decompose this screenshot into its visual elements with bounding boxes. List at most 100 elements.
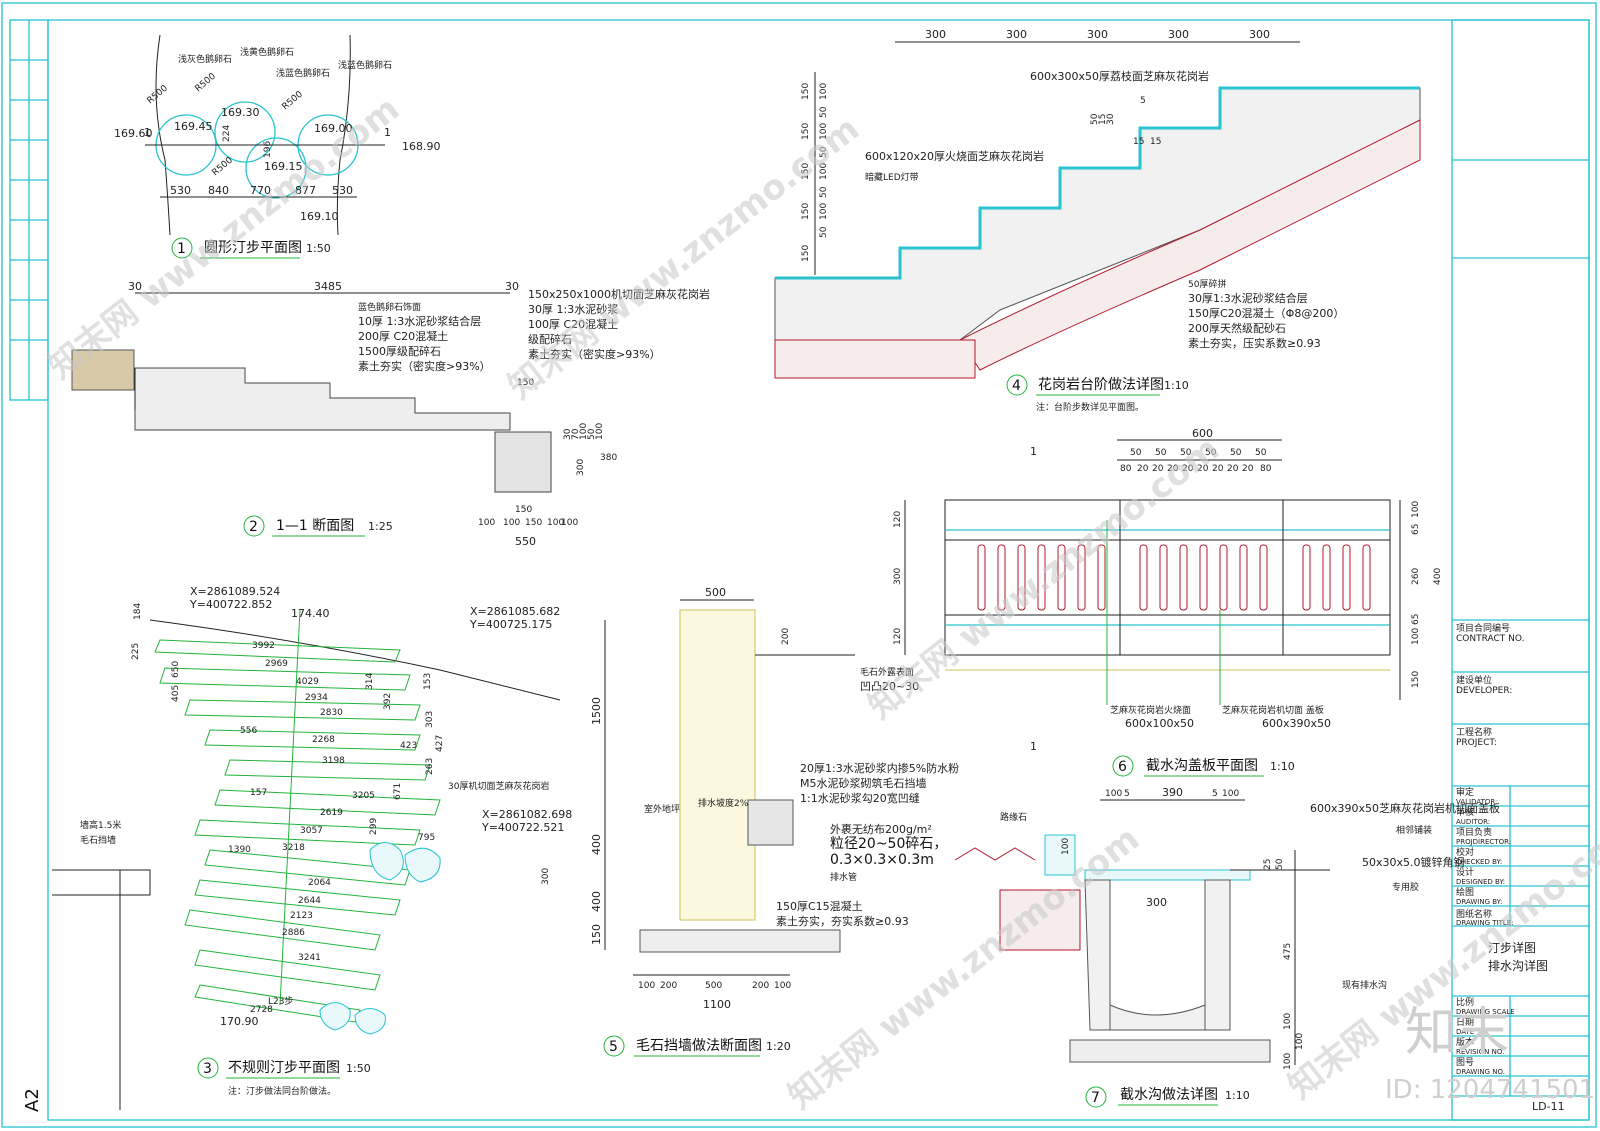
d5-dim-bottom-2: 200 — [660, 981, 677, 991]
d3-dim-18: 1390 — [228, 845, 251, 855]
d2-layer-right-1: 150x250x1000机切面芝麻灰花岗岩 — [528, 287, 710, 301]
d5-label-3: 20厚1:3水泥砂浆内掺5%防水粉 — [800, 761, 959, 775]
d7-dim-top-1: 100 — [1105, 789, 1122, 799]
d1-elev-2: 169.45 — [174, 120, 213, 133]
d5-dim-left-1: 1500 — [590, 697, 603, 725]
drawing-7-detail: 100 5 390 5 100 路缘石 600x390x50芝麻灰花岗岩机切面盖… — [954, 786, 1500, 1108]
d2-dim-top-2: 3485 — [314, 280, 342, 293]
d4-small-1: 5 — [1140, 96, 1146, 106]
d3-dim-17: 3218 — [282, 843, 305, 853]
tb-projdirector-cn: 项目负责 — [1456, 826, 1492, 838]
d7-label-curb: 路缘石 — [1000, 811, 1027, 823]
d5-number: 5 — [609, 1039, 618, 1055]
d1-radius-2: R500 — [194, 71, 219, 94]
d2-small-6: 100 — [595, 423, 605, 440]
d3-dim-32: 671 — [393, 783, 403, 800]
tb-contract-en: CONTRACT NO. — [1456, 634, 1524, 644]
d4-layer-4: 200厚天然级配砂石 — [1188, 321, 1286, 335]
d3-dim-28: 303 — [425, 711, 435, 728]
d1-number: 1 — [177, 241, 186, 257]
tb-project-en: PROJECT: — [1456, 738, 1497, 748]
d7-dim-right-4: 100 — [1283, 1053, 1293, 1070]
d5-dim-left-3: 400 — [590, 891, 603, 912]
image-id: ID: 1204741501 — [1385, 1075, 1595, 1105]
d2-small-9: 150 — [515, 505, 532, 515]
tb-checked-en: CHECKED BY: — [1456, 858, 1502, 866]
d3-dim-7: 4029 — [296, 677, 319, 687]
d5-label-1: 毛石外露表面 — [860, 666, 914, 678]
d3-dim-19: 2064 — [308, 878, 331, 888]
d5-dim-bottom-6: 1100 — [703, 998, 731, 1011]
d4-small-4: 30 — [1106, 113, 1116, 125]
d2-dim-bottom-6: 550 — [515, 535, 536, 548]
d3-coord-2x: X=2861085.682 — [470, 605, 560, 618]
d1-dim-1: 530 — [170, 184, 191, 197]
d4-layer-2: 30厚1:3水泥砂浆结合层 — [1188, 291, 1308, 305]
drawing-2-section: 30 3485 30 蓝色鹅卵石饰面 10厚 1:3水泥砂浆结合层 200厚 C… — [71, 280, 710, 548]
d5-label-outdoor: 室外地坪 — [644, 803, 680, 815]
d5-label-7: 粒径20~50碎石， — [830, 836, 947, 852]
d4-number: 4 — [1012, 378, 1021, 394]
d2-dim-bottom-1: 100 — [478, 518, 495, 528]
d3-dim-1: 184 — [133, 603, 143, 620]
d6-label-a-size: 600x100x50 — [1125, 717, 1194, 730]
d6-dim-right-total: 400 — [1433, 568, 1443, 585]
d2-layer-left-5: 素土夯实（密实度>93%） — [358, 359, 491, 373]
d6-dim-right-3: 260 — [1411, 568, 1421, 585]
d2-layer-right-2: 30厚 1:3水泥砂浆 — [528, 302, 618, 316]
d3-coord-1y: Y=400722.852 — [189, 598, 272, 611]
d4-title: 花岗岩台阶做法详图 — [1038, 377, 1164, 393]
tb-auditor-en: AUDITOR: — [1456, 818, 1490, 826]
d3-dim-5: 650 — [171, 661, 181, 678]
d6-dim-right-6: 150 — [1411, 671, 1421, 688]
d5-title: 毛石挡墙做法断面图 — [636, 1038, 762, 1054]
d3-dim-6: 405 — [171, 685, 181, 702]
d5-label-9: 排水管 — [830, 871, 857, 883]
d1-elev-6: 168.90 — [402, 140, 441, 153]
d7-label-cover: 600x390x50芝麻灰花岗岩机切面盖板 — [1310, 801, 1500, 815]
d3-elev-bottom: 170.90 — [220, 1015, 259, 1028]
d5-label-4: M5水泥砂浆砌筑毛石挡墙 — [800, 776, 927, 790]
d3-dim-12: 3198 — [322, 756, 345, 766]
d2-small-7: 380 — [600, 453, 617, 463]
d6-dim-top-total: 600 — [1192, 427, 1213, 440]
d4-dim-left-1: 150 — [801, 83, 811, 100]
d3-dim-11: 2268 — [312, 735, 335, 745]
d3-coord-3y: Y=400722.521 — [481, 821, 564, 834]
tb-designed-cn: 设计 — [1456, 866, 1474, 878]
d5-label-2: 凹凸20~30 — [860, 680, 919, 693]
d6-number: 6 — [1118, 759, 1127, 775]
drawing-6-plan: 600 50 50 50 50 50 50 80 20 20 20 20 20 … — [893, 427, 1443, 777]
d7-dim-top-5: 100 — [1222, 789, 1239, 799]
tb-checked-cn: 校对 — [1456, 846, 1474, 858]
d3-dim-14: 3205 — [352, 791, 375, 801]
d7-label-soil: 现有排水沟 — [1342, 979, 1387, 991]
d2-dim-top-1: 30 — [128, 280, 142, 293]
d6-section-mark-bottom: 1 — [1030, 740, 1037, 753]
tb-drawing-title-2: 排水沟详图 — [1488, 958, 1548, 973]
d1-section-mark-left: 1 — [144, 126, 151, 139]
d4-small-5: 15 — [1133, 137, 1144, 147]
d4-dim-left-7: 150 — [801, 163, 811, 180]
drawing-number: LD-11 — [1532, 1100, 1565, 1113]
d6-dim-b-3: 20 — [1152, 464, 1164, 474]
d3-dim-8: 2934 — [305, 693, 328, 703]
d3-dim-21: 2123 — [290, 911, 313, 921]
tb-project-cn: 工程名称 — [1456, 726, 1492, 738]
tb-scale-cn: 比例 — [1456, 996, 1474, 1008]
d1-dim-3: 770 — [250, 184, 271, 197]
d2-scale: 1:25 — [368, 520, 393, 533]
d4-dim-top-2: 300 — [1006, 28, 1027, 41]
d3-dim-35: 300 — [541, 868, 551, 885]
d4-dim-top-3: 300 — [1087, 28, 1108, 41]
d6-dim-right-1: 100 — [1411, 501, 1421, 518]
d6-dim-left-1: 120 — [893, 511, 903, 528]
d1-radius-1: R500 — [146, 83, 171, 106]
d6-title: 截水沟盖板平面图 — [1146, 758, 1258, 774]
d3-dim-2: 225 — [131, 643, 141, 660]
d4-small-3: 15 — [1098, 114, 1108, 125]
d5-label-10: 150厚C15混凝土 — [776, 899, 863, 913]
tb-projdirector-en: PROJDIRECTOR: — [1456, 838, 1511, 846]
d3-dim-15: 2619 — [320, 808, 343, 818]
